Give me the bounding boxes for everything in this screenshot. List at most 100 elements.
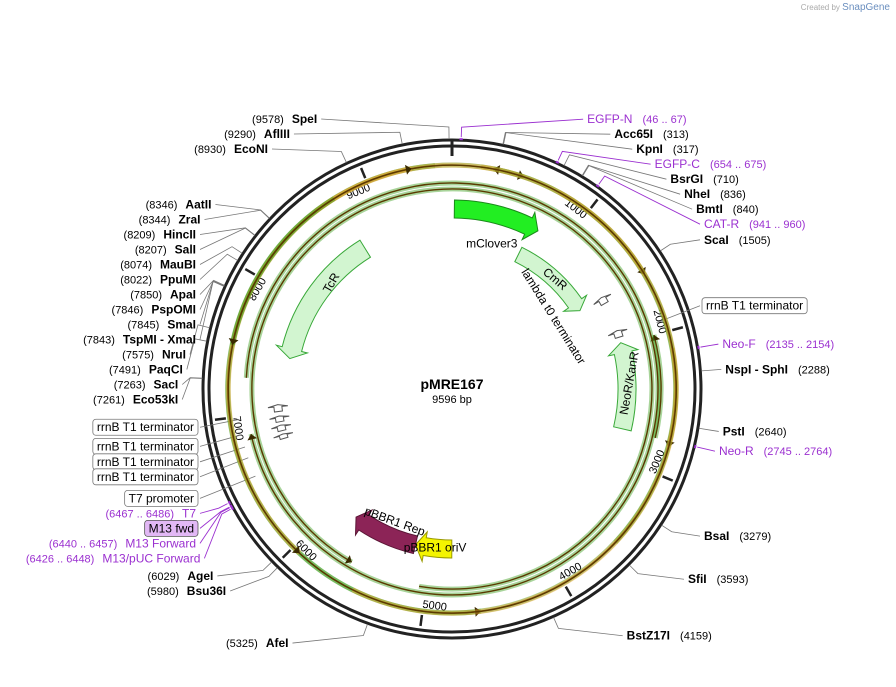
site-agei[interactable]: AgeI(6029) [148, 569, 214, 583]
tick-label-5000: 5000 [422, 599, 448, 614]
site-pos-afliii: (9290) [224, 129, 256, 141]
site-pos-eco53ki: (7261) [93, 394, 125, 406]
site-name-aatii: AatII [185, 197, 211, 211]
arrow-o5-head [404, 164, 412, 175]
leader-psti [698, 427, 719, 432]
primer-mark-m13-puc [230, 506, 234, 511]
leader-sfii [629, 564, 685, 580]
primer-mark-neo-r [693, 444, 697, 449]
site-nrui[interactable]: NruI(7575) [122, 347, 186, 361]
boxed-rrnb-right[interactable]: rrnB T1 terminator [701, 297, 808, 315]
site-acc65i[interactable]: Acc65I(313) [614, 127, 688, 141]
leader-nhei [581, 164, 681, 195]
leader-eco53ki [181, 377, 203, 400]
site-maubi[interactable]: MauBI(8074) [120, 257, 196, 271]
leader-apai [199, 279, 225, 295]
boxed-rrnb-2[interactable]: rrnB T1 terminator [92, 437, 199, 455]
primer-egfp-n[interactable]: EGFP-N(46 .. 67) [587, 112, 686, 126]
primer-t7[interactable]: T7(6467 .. 6486) [105, 506, 196, 520]
site-saci[interactable]: SacI(7263) [114, 377, 178, 391]
site-pos-bsu36i: (5980) [147, 586, 179, 598]
primer-neo-r[interactable]: Neo-R(2745 .. 2764) [719, 444, 832, 458]
primer-neo-f[interactable]: Neo-F(2135 .. 2154) [722, 337, 834, 351]
site-nspi[interactable]: NspI - SphI(2288) [725, 362, 829, 376]
site-smai[interactable]: SmaI(7845) [128, 317, 196, 331]
site-sfii[interactable]: SfiI(3593) [688, 572, 748, 586]
site-bsai[interactable]: BsaI(3279) [704, 529, 771, 543]
boxed-frame-rrnb-1 [92, 418, 199, 436]
site-name-sali: SalI [175, 242, 196, 256]
primer-cat-r[interactable]: CAT-R(941 .. 960) [704, 217, 805, 231]
site-name-agei: AgeI [187, 569, 213, 583]
arrow-g6-line [245, 182, 659, 596]
site-pos-paqci: (7491) [109, 364, 141, 376]
primer-m13-puc[interactable]: M13/pUC Forward(6426 .. 6448) [26, 551, 201, 565]
primer-egfp-c[interactable]: EGFP-C(654 .. 675) [655, 157, 767, 171]
arrow-g2-line [653, 334, 662, 439]
term-rrnb-1 [267, 404, 288, 413]
site-psti[interactable]: PstI(2640) [723, 424, 787, 438]
primer-name-m13-forward: M13 Forward [125, 536, 196, 550]
primer-name-t7: T7 [182, 506, 196, 520]
site-pos-bsrgi: (710) [713, 174, 739, 186]
site-econi[interactable]: EcoNI(8930) [194, 142, 268, 156]
feature-neo-kanr [607, 342, 640, 432]
primer-m13-forward[interactable]: M13 Forward(6440 .. 6457) [49, 536, 196, 550]
site-pspomi[interactable]: PspOMI(7846) [112, 302, 196, 316]
primer-range-cat-r: (941 .. 960) [749, 219, 805, 231]
boxed-rrnb-3[interactable]: rrnB T1 terminator [92, 453, 199, 471]
site-tspmi[interactable]: TspMI - XmaI(7843) [83, 332, 196, 346]
boxed-rrnb-4[interactable]: rrnB T1 terminator [92, 468, 199, 486]
tick-9000 [359, 167, 367, 179]
arrow-g4-line [251, 188, 653, 590]
primer-name-neo-r: Neo-R [719, 444, 754, 458]
site-bsrgi[interactable]: BsrGI(710) [670, 172, 738, 186]
leader-neo-f [700, 343, 719, 348]
arrow-o4 [225, 162, 679, 616]
primer-m13-fwd-box[interactable]: M13 fwd [144, 519, 199, 537]
site-pos-tspmi: (7843) [83, 334, 115, 346]
site-bstz17i[interactable]: BstZ17I(4159) [627, 629, 712, 643]
tick-3000 [662, 475, 674, 482]
feature-cmr [514, 246, 588, 312]
boxed-label-rrnb-2: rrnB T1 terminator [97, 439, 194, 453]
term-rrnb-4 [273, 432, 294, 441]
site-name-bsu36i: Bsu36I [187, 584, 226, 598]
site-eco53ki[interactable]: Eco53kI(7261) [93, 392, 178, 406]
site-scai[interactable]: ScaI(1505) [704, 233, 770, 247]
site-kpni[interactable]: KpnI(317) [636, 142, 698, 156]
site-afliii[interactable]: AflIII(9290) [224, 127, 290, 141]
site-apai[interactable]: ApaI(7850) [130, 287, 196, 301]
site-pos-sfii: (3593) [717, 574, 749, 586]
arrow-o4-line [227, 164, 677, 614]
leader-maubi [199, 246, 243, 265]
tick-8000 [244, 267, 256, 276]
site-afei[interactable]: AfeI(5325) [226, 636, 288, 650]
feature-mclover3 [453, 199, 539, 241]
site-name-saci: SacI [154, 377, 179, 391]
feature-pbbr1-rep [354, 508, 419, 555]
boxed-rrnb-1[interactable]: rrnB T1 terminator [92, 418, 199, 436]
site-spei[interactable]: SpeI(9578) [252, 112, 317, 126]
term-lambda [593, 293, 612, 307]
snapgene-credit: Created by SnapGene [801, 2, 890, 13]
site-name-nrui: NruI [162, 347, 186, 361]
site-aatii[interactable]: AatII(8346) [146, 197, 212, 211]
site-paqci[interactable]: PaqCI(7491) [109, 362, 183, 376]
site-name-nhei: NheI [684, 187, 710, 201]
site-sali[interactable]: SalI(8207) [135, 242, 196, 256]
site-bsu36i[interactable]: Bsu36I (5980) [147, 584, 226, 598]
boxed-label-rrnb-right: rrnB T1 terminator [706, 299, 803, 313]
boxed-label-rrnb-4: rrnB T1 terminator [97, 470, 194, 484]
site-nhei[interactable]: NheI(836) [684, 187, 746, 201]
site-name-kpni: KpnI [636, 142, 663, 156]
boxed-t7-promoter[interactable]: T7 promoter [124, 489, 199, 507]
leader-scai [660, 239, 701, 252]
arrow-g5 [228, 196, 336, 346]
site-ppumi[interactable]: PpuMI(8022) [120, 272, 196, 286]
site-zrai[interactable]: ZraI(8344) [139, 212, 201, 226]
site-hincii[interactable]: HincII(8209) [124, 227, 196, 241]
site-bmti[interactable]: BmtI(840) [696, 202, 758, 216]
arrow-o4-head [291, 545, 300, 554]
arrow-g6-head [247, 434, 258, 441]
